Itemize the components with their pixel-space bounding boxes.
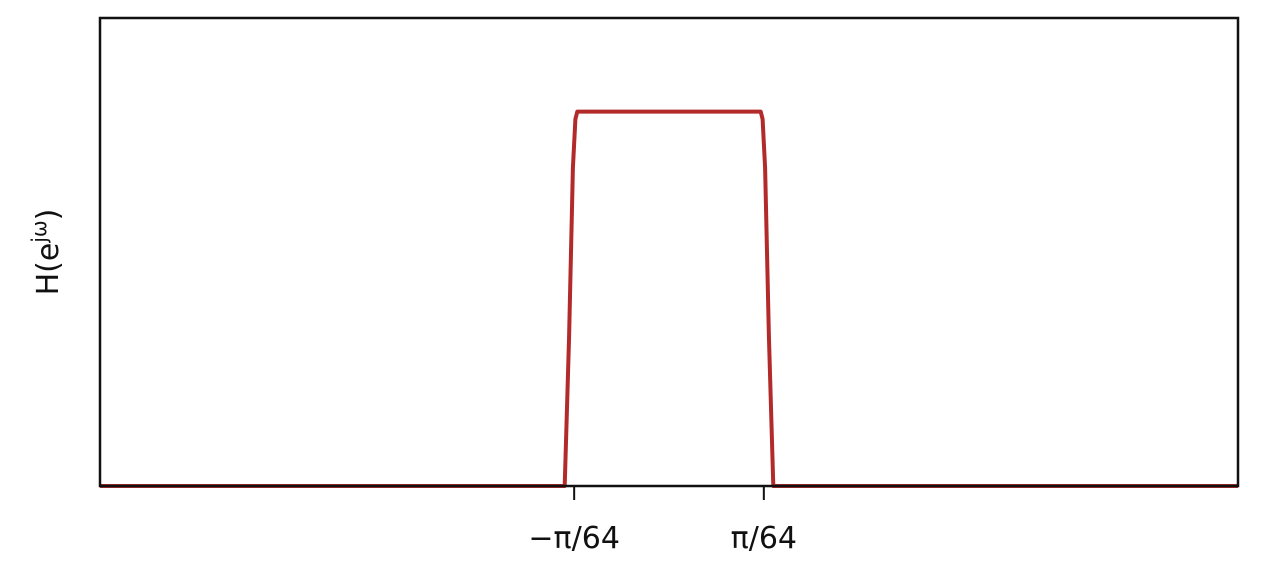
x-tick-label-1: π/64 bbox=[731, 521, 797, 556]
series-line-0 bbox=[100, 109, 1238, 488]
y-axis-label-base: H(e bbox=[31, 243, 66, 296]
x-axis-ticks: −π/64 π/64 bbox=[528, 486, 797, 556]
y-axis-label-superscript: jω bbox=[27, 220, 51, 243]
x-tick-label-0: −π/64 bbox=[528, 521, 619, 556]
plot-frame bbox=[98, 16, 1240, 488]
plot-area bbox=[100, 109, 1238, 488]
y-axis-label: H(ejω) bbox=[27, 209, 66, 296]
y-axis-label-close: ) bbox=[31, 209, 66, 221]
